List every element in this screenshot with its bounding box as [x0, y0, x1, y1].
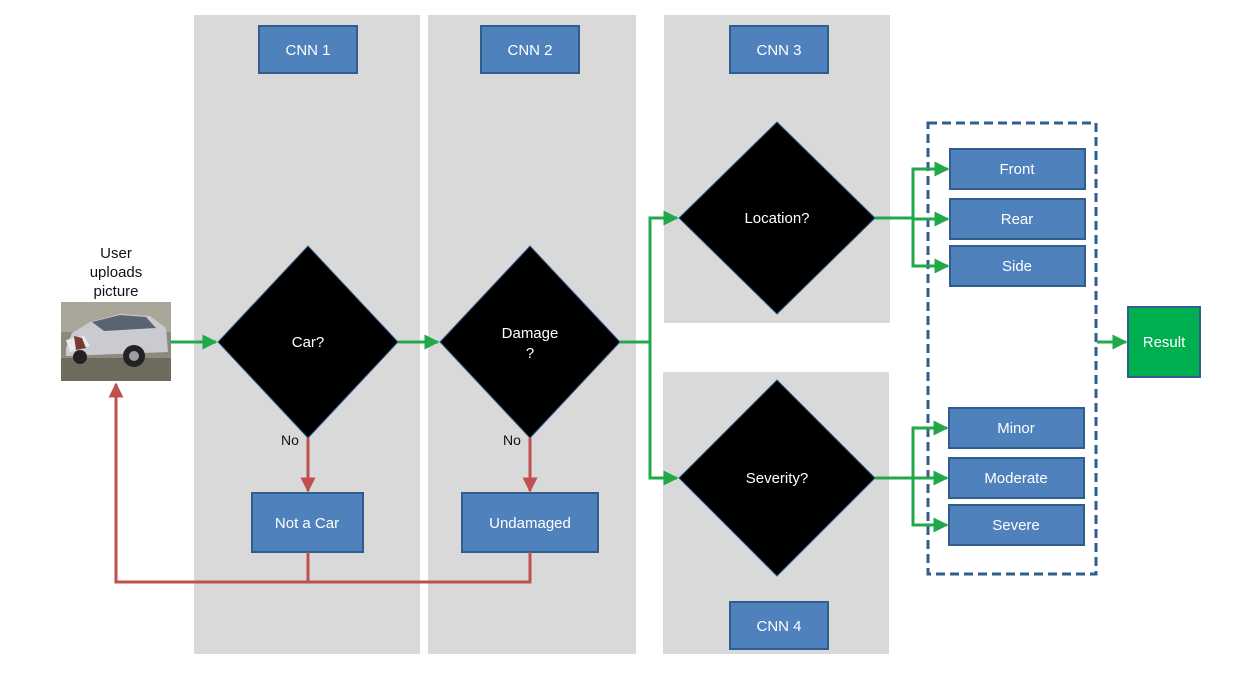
- outcome-severe-text: Severe: [992, 517, 1040, 534]
- no-label-damage: No: [503, 432, 521, 448]
- not-a-car-box: Not a Car: [251, 492, 364, 553]
- yes-arrows: [171, 161, 1128, 533]
- outcome-moderate-text: Moderate: [984, 470, 1047, 487]
- outcome-severe: Severe: [948, 504, 1085, 546]
- input-caption-line3: picture: [93, 283, 138, 300]
- outcome-group-border: [926, 121, 1098, 576]
- decision-damage-text-line2: ?: [526, 345, 534, 362]
- no-arrows: [108, 382, 538, 584]
- decision-damage: Damage ?: [439, 245, 621, 439]
- arrow-to-side: [911, 218, 950, 274]
- outcome-side: Side: [949, 245, 1086, 287]
- outcome-front-text: Front: [999, 161, 1035, 178]
- arrow-to-severity: [648, 342, 679, 486]
- stage-label-cnn4-text: CNN 4: [756, 618, 801, 635]
- stage-label-cnn1-text: CNN 1: [285, 42, 330, 59]
- car-photo-thumbnail: [61, 302, 171, 381]
- undamaged-text: Undamaged: [489, 515, 571, 532]
- outcome-rear-text: Rear: [1001, 211, 1034, 228]
- arrow-to-minor: [911, 420, 949, 478]
- decision-severity: Severity?: [678, 379, 876, 577]
- outcome-rear: Rear: [949, 198, 1086, 240]
- outcome-minor: Minor: [948, 407, 1085, 449]
- arrow-to-location: [648, 210, 679, 342]
- input-caption-line1: User: [100, 245, 132, 262]
- outcome-minor-text: Minor: [997, 420, 1035, 437]
- input-caption-line2: uploads: [90, 264, 143, 281]
- decision-severity-text: Severity?: [746, 470, 809, 487]
- decision-car-text: Car?: [292, 334, 325, 351]
- stage-label-cnn1: CNN 1: [258, 25, 358, 74]
- arrow-to-front: [911, 161, 950, 218]
- stage-label-cnn3-text: CNN 3: [756, 42, 801, 59]
- stage-label-cnn3: CNN 3: [729, 25, 829, 74]
- result-box: Result: [1127, 306, 1201, 378]
- arrow-to-severe: [911, 478, 949, 533]
- decision-location: Location?: [678, 121, 876, 315]
- decision-damage-text-line1: Damage: [502, 325, 559, 342]
- arrow-retry-loop: [108, 382, 532, 584]
- stage-label-cnn2: CNN 2: [480, 25, 580, 74]
- outcome-moderate: Moderate: [948, 457, 1085, 499]
- result-text: Result: [1143, 334, 1186, 351]
- outcome-front: Front: [949, 148, 1086, 190]
- undamaged-box: Undamaged: [461, 492, 599, 553]
- outcome-side-text: Side: [1002, 258, 1032, 275]
- no-label-car: No: [281, 432, 299, 448]
- decision-location-text: Location?: [744, 210, 809, 227]
- stage-label-cnn4: CNN 4: [729, 601, 829, 650]
- stage-label-cnn2-text: CNN 2: [507, 42, 552, 59]
- not-a-car-text: Not a Car: [275, 515, 339, 532]
